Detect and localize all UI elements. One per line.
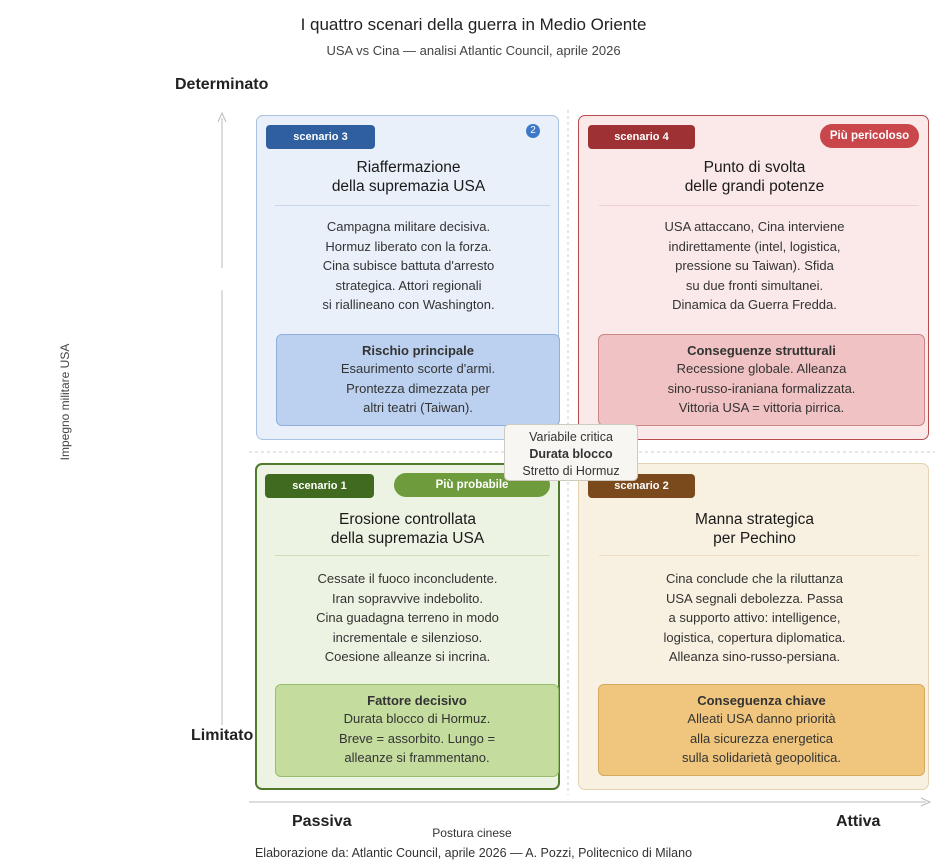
scenario-3-badge: 2 — [526, 124, 540, 138]
critical-variable-name: Durata blocco — [529, 447, 613, 461]
x-axis-left-label: Passiva — [292, 813, 352, 830]
scenario-3-tag: scenario 3 — [266, 125, 375, 149]
page-subtitle: USA vs Cina — analisi Atlantic Council, … — [326, 43, 621, 58]
scenario-4-card: scenario 4 Più pericoloso Punto di svolt… — [578, 115, 929, 440]
x-axis-right-label: Attiva — [836, 813, 881, 830]
page-title: I quattro scenari della guerra in Medio … — [300, 15, 647, 34]
scenario-3-card: scenario 3 2 Riaffermazione della suprem… — [256, 115, 560, 440]
footer-credit: Elaborazione da: Atlantic Council, april… — [254, 846, 693, 860]
scenario-3-risk-box: Rischio principale Esaurimento scorte d'… — [276, 334, 560, 426]
critical-variable-callout: Variabile critica Durata blocco Stretto … — [504, 424, 638, 481]
scenario-4-separator — [599, 205, 919, 206]
scenario-2-title: Manna strategica per Pechino — [695, 511, 814, 547]
scenario-4-pill: Più pericoloso — [820, 124, 919, 148]
scenario-2-box-title: Conseguenza chiave — [697, 693, 826, 708]
scenario-2-consequence-box: Conseguenza chiave Alleati USA danno pri… — [598, 684, 925, 776]
scenario-1-box-text: Durata blocco di Hormuz. Breve = assorbi… — [338, 711, 496, 765]
scenario-3-separator — [275, 205, 550, 206]
scenario-1-pill: Più probabile — [394, 473, 550, 497]
x-axis-title: Postura cinese — [432, 826, 512, 840]
critical-variable-detail: Stretto di Hormuz — [522, 464, 620, 478]
scenario-4-description: USA attaccano, Cina interviene indiretta… — [664, 219, 845, 312]
y-axis-bottom-label: Limitato — [191, 727, 254, 744]
scenario-2-description: Cina conclude che la riluttanza USA segn… — [663, 571, 846, 664]
y-axis-top-label: Determinato — [175, 76, 269, 93]
scenario-2-card: scenario 2 Manna strategica per Pechino … — [578, 463, 929, 790]
scenario-3-box-title: Rischio principale — [362, 343, 474, 358]
scenario-4-box-text: Recessione globale. Alleanza sino-russo-… — [667, 361, 856, 415]
critical-variable-label: Variabile critica — [529, 430, 613, 444]
scenario-3-box-text: Esaurimento scorte d'armi. Prontezza dim… — [340, 361, 496, 415]
scenario-1-separator — [275, 555, 550, 556]
scenario-1-description: Cessate il fuoco inconcludente. Iran sop… — [316, 571, 499, 664]
scenario-4-box-title: Conseguenze strutturali — [687, 343, 836, 358]
scenario-1-card: scenario 1 Più probabile Erosione contro… — [255, 463, 560, 790]
y-axis-arrow — [217, 111, 227, 123]
scenario-4-title: Punto di svolta delle grandi potenze — [684, 159, 825, 195]
x-axis-arrow — [920, 797, 932, 807]
scenario-3-description: Campagna militare decisiva. Hormuz liber… — [322, 219, 495, 312]
scenario-3-title: Riaffermazione della supremazia USA — [331, 159, 486, 195]
scenario-1-box-title: Fattore decisivo — [367, 693, 467, 708]
scenario-1-factor-box: Fattore decisivo Durata blocco di Hormuz… — [275, 684, 559, 777]
scenario-1-tag: scenario 1 — [265, 474, 374, 498]
scenario-2-separator — [599, 555, 919, 556]
scenario-1-title: Erosione controllata della supremazia US… — [330, 511, 485, 547]
scenario-4-tag: scenario 4 — [588, 125, 695, 149]
scenario-4-consequence-box: Conseguenze strutturali Recessione globa… — [598, 334, 925, 426]
scenario-2-box-text: Alleati USA danno priorità alla sicurezz… — [682, 711, 841, 765]
